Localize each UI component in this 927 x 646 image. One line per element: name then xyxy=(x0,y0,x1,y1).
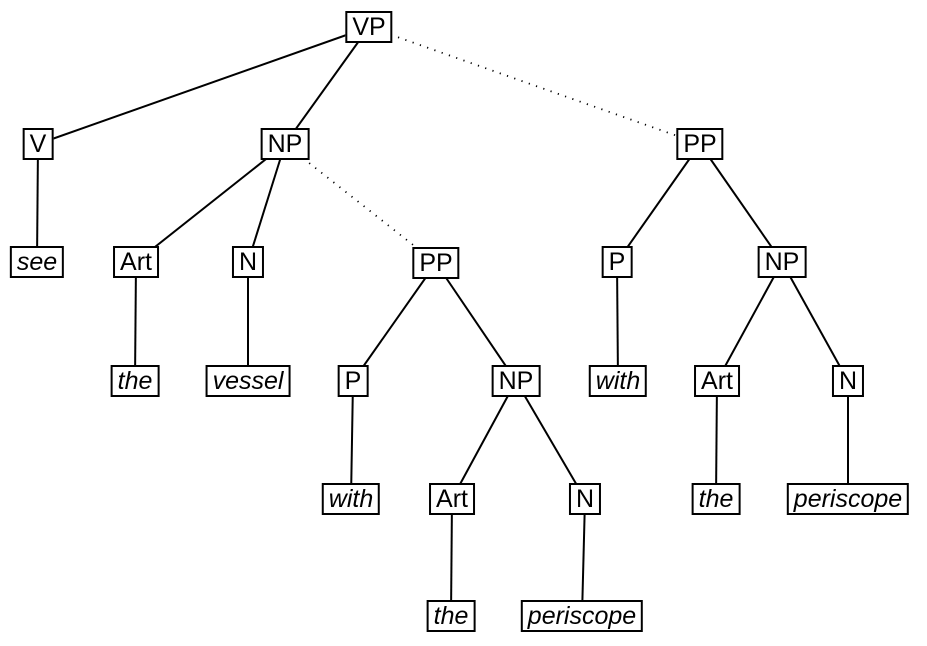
tree-edge-vp-pp2 xyxy=(368,26,701,145)
tree-node-np1: NP xyxy=(260,128,310,160)
tree-node-vessel: vessel xyxy=(205,365,291,397)
tree-edge-n2-periscope1 xyxy=(581,498,586,617)
tree-node-p1: P xyxy=(337,365,369,397)
tree-edge-vp-v xyxy=(37,26,370,145)
tree-edge-art1-the1 xyxy=(134,261,137,382)
tree-node-n2: N xyxy=(568,483,602,515)
tree-node-art1: Art xyxy=(113,246,159,278)
tree-edge-pp1-p1 xyxy=(352,262,437,382)
tree-node-art3: Art xyxy=(694,365,740,397)
tree-edge-np3-n3 xyxy=(781,261,849,382)
tree-node-pp2: PP xyxy=(676,128,724,160)
tree-node-v: V xyxy=(22,128,54,160)
tree-node-the1: the xyxy=(110,365,160,397)
tree-node-the2: the xyxy=(426,600,476,632)
tree-edge-np1-pp1 xyxy=(284,143,437,264)
tree-edge-np3-art3 xyxy=(716,261,783,382)
tree-edge-art2-the2 xyxy=(450,498,453,617)
tree-edge-pp1-np2 xyxy=(435,262,517,382)
tree-node-art2: Art xyxy=(429,483,475,515)
tree-edge-p2-with2 xyxy=(616,261,619,382)
tree-edge-np2-n2 xyxy=(515,380,586,500)
tree-node-vp: VP xyxy=(345,11,393,43)
tree-edge-np1-n1 xyxy=(247,143,286,263)
tree-edge-art3-the3 xyxy=(715,380,718,500)
tree-edge-pp2-np3 xyxy=(699,143,783,263)
tree-node-the3: the xyxy=(691,483,741,515)
tree-node-n1: N xyxy=(231,246,265,278)
tree-edge-vp-np1 xyxy=(284,26,370,145)
tree-node-np3: NP xyxy=(757,246,807,278)
tree-node-with2: with xyxy=(588,365,648,397)
tree-edge-np2-art2 xyxy=(451,380,517,500)
tree-edge-v-see xyxy=(36,143,39,263)
tree-edge-pp2-p2 xyxy=(616,143,701,263)
tree-edge-p1-with1 xyxy=(350,380,354,500)
tree-node-periscope2: periscope xyxy=(786,483,910,515)
tree-node-periscope1: periscope xyxy=(520,600,644,632)
tree-edge-np1-art1 xyxy=(135,143,286,263)
tree-node-n3: N xyxy=(831,365,865,397)
tree-node-see: see xyxy=(9,246,65,278)
tree-node-np2: NP xyxy=(491,365,541,397)
tree-node-pp1: PP xyxy=(412,247,460,279)
tree-node-p2: P xyxy=(601,246,633,278)
tree-node-with1: with xyxy=(321,483,381,515)
